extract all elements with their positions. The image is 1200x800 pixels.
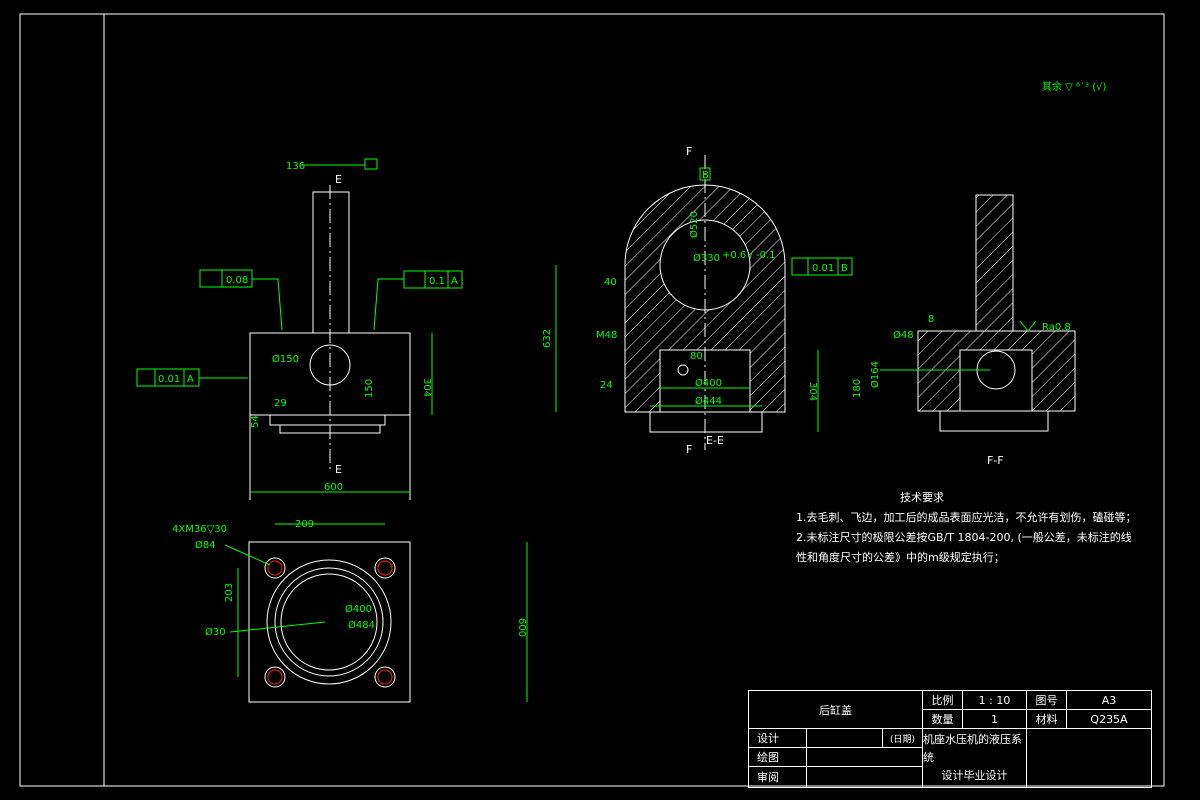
title-block: 后缸盖 比例 1 : 10 图号 A3 数量 1 材料 Q235A 设计 (日期… xyxy=(748,690,1152,788)
dim-150: 150 xyxy=(364,379,375,398)
dim-54: 54 xyxy=(250,415,261,428)
dim-d48: Ø48 xyxy=(893,329,914,341)
design-label: 设计 xyxy=(749,729,807,748)
front-view: 600 304 136 E E Ø150 150 29 54 0.08 0.1 … xyxy=(136,158,463,500)
dim-d400-side: Ø400 xyxy=(695,377,722,389)
datum-b-ref: B xyxy=(841,263,848,274)
dim-209: 209 xyxy=(295,519,314,530)
tol-concentricity: 0.01 xyxy=(812,263,834,274)
dim-d444: Ø444 xyxy=(695,395,722,407)
dim-632: 632 xyxy=(542,329,553,348)
date-label: (日期) xyxy=(883,729,923,748)
review-label: 审阅 xyxy=(749,767,807,787)
tech-heading: 技术要求 xyxy=(900,491,944,504)
section-e-top: E xyxy=(335,173,342,186)
scale-label: 比例 xyxy=(923,691,963,710)
dim-d484: Ø484 xyxy=(348,619,375,631)
drawing-no-value: A3 xyxy=(1067,691,1151,710)
dim-d520: Ø520 xyxy=(688,211,700,238)
design-value xyxy=(807,729,883,748)
dim-29: 29 xyxy=(274,398,287,409)
tech-line-2a: 2.未标注尺寸的极限公差按GB/T 1804-200, (一般公差，未标注的线 xyxy=(796,531,1132,544)
dim-d330: Ø330 xyxy=(693,252,720,264)
dim-d400-top: Ø400 xyxy=(345,603,372,615)
datum-a-2: A xyxy=(187,374,194,385)
dim-180: 180 xyxy=(852,379,863,398)
tech-line-2b: 性和角度尺寸的公差》中的m级规定执行； xyxy=(796,551,1005,564)
material-value: Q235A xyxy=(1067,710,1151,729)
project-line-1: 机座水压机的液压系统 xyxy=(923,733,1022,764)
dim-304-front: 304 xyxy=(421,378,432,397)
dim-136: 136 xyxy=(286,161,305,172)
dim-40: 40 xyxy=(604,277,617,288)
dim-600-top: 600 xyxy=(516,618,527,637)
ff-section-view: 8 Ø48 Ø164 180 Ra0.8 F-F xyxy=(852,194,1076,467)
material-label: 材料 xyxy=(1027,710,1067,729)
tech-line-1: 1.去毛刺、飞边，加工后的成品表面应光洁，不允许有划伤，磕碰等； xyxy=(796,511,1137,524)
draw-value xyxy=(807,748,923,767)
datum-b-box: B xyxy=(702,170,709,181)
roughness-ra: Ra0.8 xyxy=(1042,322,1071,333)
project-line-2: 设计毕业设计 xyxy=(941,769,1008,782)
dim-150-dia: Ø150 xyxy=(272,353,299,365)
section-ee-label: E-E xyxy=(706,434,724,447)
section-e-bottom: E xyxy=(335,463,342,476)
dim-d164: Ø164 xyxy=(869,361,881,388)
section-f-top: F xyxy=(686,145,692,158)
review-value xyxy=(807,767,923,787)
section-ff-label: F-F xyxy=(987,454,1004,467)
dim-80: 80 xyxy=(690,351,703,362)
section-f-bottom: F xyxy=(686,443,692,456)
scale-value: 1 : 10 xyxy=(963,691,1027,710)
side-section-view: B F F E-E 632 40 M48 24 Ø330 +0.6 / -0.1… xyxy=(542,145,853,456)
tol-d330: +0.6 / -0.1 xyxy=(722,250,776,261)
datum-a-1: A xyxy=(451,276,458,287)
qty-value: 1 xyxy=(963,710,1027,729)
dim-8: 8 xyxy=(928,314,934,325)
dim-4xm36: 4XM36▽30 xyxy=(172,524,227,535)
tol-parallelism: 0.01 xyxy=(158,374,180,385)
dim-24: 24 xyxy=(600,380,613,391)
dim-d84: Ø84 xyxy=(195,539,216,551)
drawing-no-label: 图号 xyxy=(1027,691,1067,710)
dim-600-front: 600 xyxy=(324,482,343,493)
dim-203: 203 xyxy=(224,583,235,602)
tol-flatness: 0.08 xyxy=(226,275,248,286)
part-name: 后缸盖 xyxy=(749,691,923,729)
draw-label: 绘图 xyxy=(749,748,807,767)
project-title: 机座水压机的液压系统 设计毕业设计 xyxy=(923,729,1027,787)
outer-frame xyxy=(19,13,1165,787)
qty-label: 数量 xyxy=(923,710,963,729)
roughness-note: 其余 ▽ ⁶˙³ (√) xyxy=(1042,80,1107,93)
top-view: 209 203 600 4XM36▽30 Ø84 Ø30 Ø400 Ø484 xyxy=(172,519,528,703)
dim-304-side: 304 xyxy=(807,382,818,401)
technical-requirements: 技术要求 1.去毛刺、飞边，加工后的成品表面应光洁，不允许有划伤，磕碰等； 2.… xyxy=(796,488,1176,568)
dim-m48: M48 xyxy=(596,330,617,341)
tol-perpendicularity: 0.1 xyxy=(429,276,445,287)
dim-d30: Ø30 xyxy=(205,626,226,638)
